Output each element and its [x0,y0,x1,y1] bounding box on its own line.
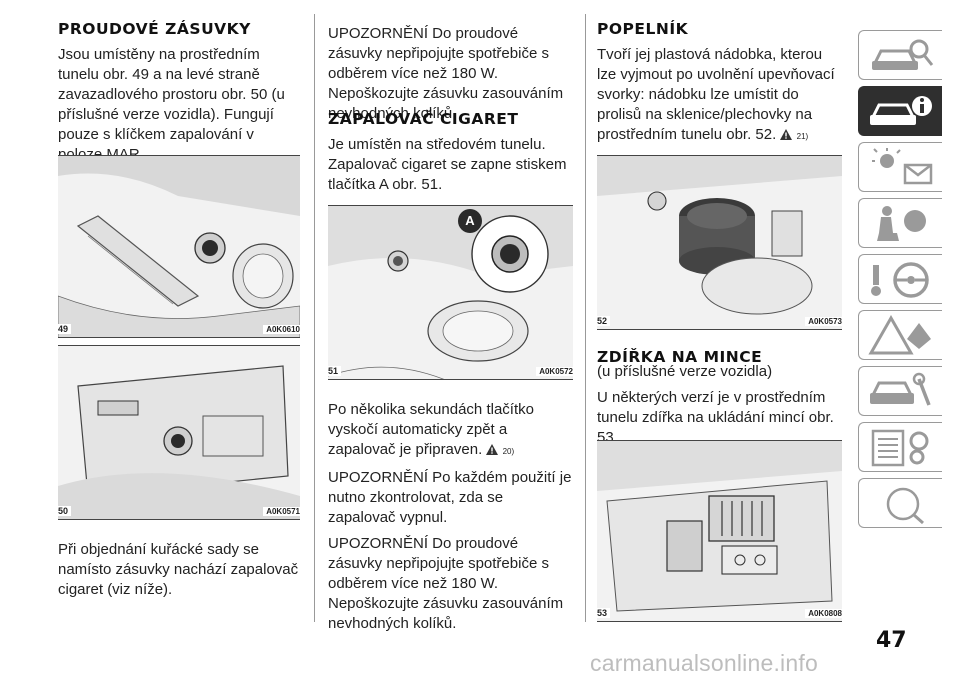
warning-paragraph-socket: UPOZORNĚNÍ Do proudové zásuvky nepřipoju… [328,25,564,122]
figure-49: 49 A0K0610 [58,155,300,338]
figure-code: A0K0573 [805,317,842,326]
figure-code: A0K0572 [536,367,573,376]
car-search-icon [872,39,934,70]
subheading-version: (u příslušné verze vozidla) [597,363,773,380]
alphabet-index-icon [886,487,924,525]
warning-icon [780,129,793,140]
figure-number: 49 [58,324,72,334]
tab-specifications[interactable] [858,422,942,472]
reference-note: 21) [796,132,809,141]
figure-code: A0K0571 [263,507,300,516]
section-heading-ashtray: POPELNÍK [597,20,689,38]
warning-paragraph-socket-repeat: UPOZORNĚNÍ Do proudové zásuvky nepřipoju… [328,535,564,632]
reference-note: 20) [502,447,515,456]
paragraph-lighter-popout-text: Po několika sekundách tlačítko vyskočí a… [328,401,534,458]
paragraph-power-sockets: Jsou umístěny na prostředním tunelu obr.… [58,46,285,163]
tab-alphabet-index[interactable] [858,478,942,528]
paragraph-coin-holder: U některých verzí je v prostředním tunel… [597,389,834,446]
tab-car-service[interactable] [858,366,942,416]
column-divider [585,14,586,622]
warning-icon [486,444,499,455]
figure-52-illustration [597,156,842,329]
steering-wheel-icon [871,262,929,298]
tab-warning-triangle[interactable] [858,310,942,360]
figure-53-illustration [597,441,842,621]
page-number: 47 [876,628,907,653]
car-service-icon [870,372,931,406]
warning-paragraph-lighter-check: UPOZORNĚNÍ Po každém použití je nutno zk… [328,469,572,526]
figure-number: 52 [597,316,611,326]
paragraph-smoker-kit: Při objednání kuřácké sady se namísto zá… [58,541,299,598]
paragraph-cigar-lighter: Je umístěn na středovém tunelu. Zapalova… [328,136,567,193]
figure-50-illustration [58,346,300,519]
car-info-icon [870,96,932,125]
figure-code: A0K0610 [263,325,300,334]
paragraph-ashtray-text: Tvoří jej plastová nádobka, kterou lze v… [597,46,835,143]
paragraph-ashtray: Tvoří jej plastová nádobka, kterou lze v… [597,45,842,147]
tab-seat-airbag[interactable] [858,198,942,248]
paragraph-lighter-popout: Po několika sekundách tlačítko vyskočí a… [328,400,573,462]
watermark: carmanualsonline.info [590,650,818,676]
figure-52: 52 A0K0573 [597,155,842,330]
figure-51-illustration [328,206,573,379]
figure-code: A0K0808 [805,609,842,618]
tab-car-info[interactable] [858,86,942,136]
figure-49-illustration [58,156,300,337]
section-heading-coin-holder: ZDÍŘKA NA MINCE [597,348,763,366]
callout-a-label: A [465,213,475,228]
tab-car-search[interactable] [858,30,942,80]
section-heading-power-sockets: PROUDOVÉ ZÁSUVKY [58,20,251,38]
figure-number: 53 [597,608,611,618]
column-divider [314,14,315,622]
figure-53: 53 A0K0808 [597,440,842,622]
warning-lights-icon [872,148,933,185]
section-heading-cigar-lighter: ZAPALOVAČ CIGARET [328,110,519,128]
warning-triangle-icon [868,315,931,355]
figure-51: A 51 A0K0572 [328,205,573,380]
figure-number: 51 [328,366,342,376]
figure-50: 50 A0K0571 [58,345,300,520]
tab-steering-wheel[interactable] [858,254,942,304]
figure-number: 50 [58,506,72,516]
tab-warning-lights[interactable] [858,142,942,192]
seat-airbag-icon [877,206,926,241]
specifications-icon [871,429,929,467]
